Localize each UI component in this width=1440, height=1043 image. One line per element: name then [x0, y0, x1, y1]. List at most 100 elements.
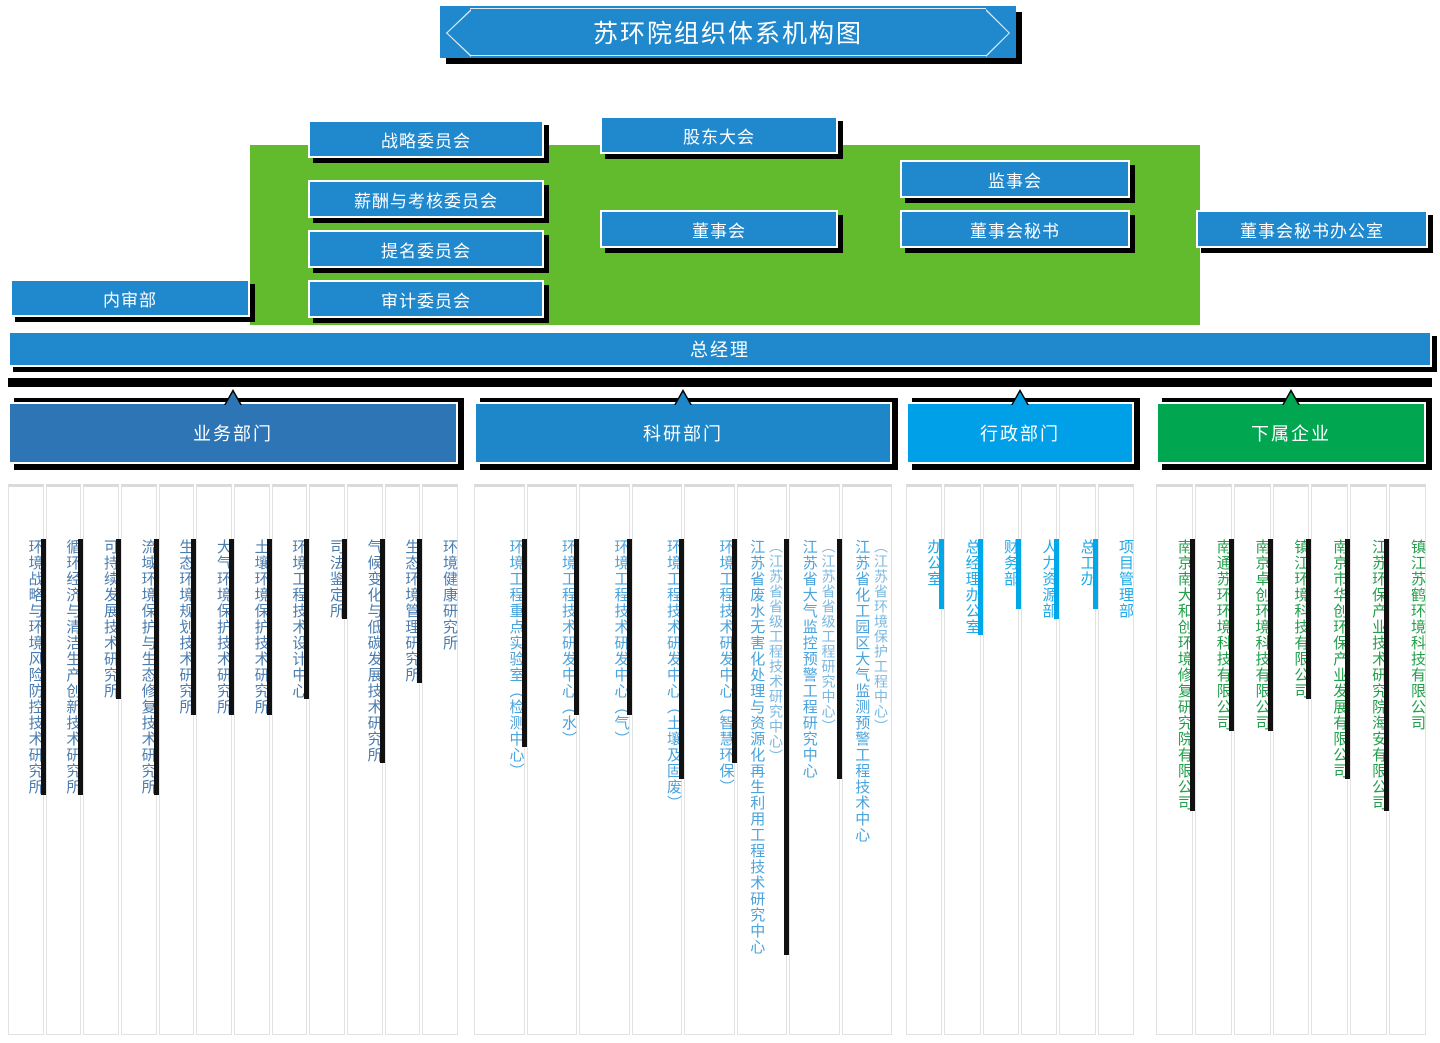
- leaf-label: 环境战略与环境风险防控技术研究所: [26, 539, 44, 795]
- leaf-label: 生态环境管理研究所: [403, 539, 421, 683]
- node-general-manager[interactable]: 总经理: [8, 331, 1437, 372]
- leaf-label: 办公室: [925, 539, 943, 587]
- node-supervisory-board[interactable]: 监事会: [900, 160, 1135, 203]
- title-bar: 苏环院组织体系机构图: [440, 6, 1016, 58]
- leaf-business-6[interactable]: 土壤环境保护技术研究所: [234, 484, 273, 1035]
- leaf-subsidiary-5[interactable]: 江苏环保产业技术研究院海安有限公司: [1350, 484, 1391, 1035]
- leaf-business-3[interactable]: 流域环境保护与生态修复技术研究所: [121, 484, 160, 1035]
- dept-header-subsidiary[interactable]: 下属企业: [1156, 389, 1432, 470]
- leaf-label: 江苏省废水无害化处理与资源化再生利用工程技术研究中心: [748, 539, 766, 955]
- leaf-label: 司法鉴定所: [327, 539, 345, 619]
- leaf-research-4[interactable]: 环境工程技术研发中心（智慧环保）: [684, 484, 738, 1035]
- leaf-accent-bar: [40, 539, 47, 795]
- dept-header-admin[interactable]: 行政部门: [906, 389, 1140, 470]
- dept-notch: [1011, 389, 1029, 406]
- node-committee-2[interactable]: 提名委员会: [308, 230, 549, 273]
- node-label-committee: 薪酬与考核委员会: [308, 180, 544, 218]
- leaf-accent-bar: [574, 539, 580, 715]
- leaf-accent-bar: [379, 539, 386, 763]
- leaf-label: 江苏环保产业技术研究院海安有限公司: [1370, 539, 1388, 811]
- leaf-business-11[interactable]: 环境健康研究所: [422, 484, 458, 1035]
- leaf-subsidiary-6[interactable]: 镇江苏鹤环境科技有限公司: [1389, 484, 1426, 1035]
- leaf-accent-bar: [266, 539, 273, 715]
- dept-box: 科研部门: [474, 402, 892, 464]
- leaf-admin-5[interactable]: 项目管理部: [1097, 484, 1134, 1035]
- leaf-business-0[interactable]: 环境战略与环境风险防控技术研究所: [8, 484, 47, 1035]
- leaf-business-2[interactable]: 可持续发展技术研究所: [83, 484, 122, 1035]
- leaf-accent-bar: [1189, 539, 1196, 811]
- dept-label: 业务部门: [193, 424, 273, 444]
- leaf-admin-3[interactable]: 人力资源部: [1021, 484, 1061, 1035]
- leaf-label: 循环经济与清洁生产创新技术研究所: [64, 539, 82, 795]
- leaf-label: 南京南大和创环境修复研究院有限公司: [1175, 539, 1193, 811]
- leaf-label: 环境工程技术研发中心（智慧环保）: [717, 539, 735, 795]
- leaf-research-1[interactable]: 环境工程技术研发中心（水）: [526, 484, 580, 1035]
- leaf-label: 镇江环境科技有限公司: [1292, 539, 1310, 699]
- leaf-accent-bar: [731, 539, 738, 763]
- leaf-label: 环境工程技术研发中心（水）: [560, 539, 577, 747]
- leaf-admin-2[interactable]: 财务部: [982, 484, 1022, 1035]
- chart-title-banner: 苏环院组织体系机构图: [440, 6, 1022, 64]
- leaf-subsidiary-0[interactable]: 南京南大和创环境修复研究院有限公司: [1156, 484, 1196, 1035]
- dept-header-business[interactable]: 业务部门: [8, 389, 464, 470]
- node-label-supervisory: 监事会: [900, 160, 1130, 198]
- dept-notch: [674, 389, 692, 406]
- leaf-research-0[interactable]: 环境工程重点实验室（检测中心）: [474, 484, 528, 1035]
- node-board-secretary[interactable]: 董事会秘书: [900, 210, 1135, 253]
- leaf-research-7[interactable]: 江苏省化工园区大气监测预警工程技术中心（江苏省环境保护工程中心）: [841, 484, 892, 1035]
- dept-notch: [1282, 389, 1300, 406]
- page-title: 苏环院组织体系机构图: [592, 20, 863, 48]
- leaf-research-3[interactable]: 环境工程技术研发中心（土壤及固废）: [631, 484, 685, 1035]
- leaf-business-8[interactable]: 司法鉴定所: [309, 484, 348, 1035]
- dept-label: 科研部门: [643, 424, 723, 444]
- leaf-accent-bar: [836, 539, 843, 779]
- leaf-accent-bar: [939, 539, 946, 609]
- leaf-label: 总经理办公室: [963, 539, 981, 635]
- leaf-label: 大气环境保护技术研究所: [214, 539, 232, 715]
- leaf-research-2[interactable]: 环境工程技术研发中心（气）: [579, 484, 633, 1035]
- leaf-label: 南京市华创环保产业发展有限公司: [1331, 539, 1349, 779]
- leaf-accent-bar: [228, 539, 235, 715]
- leaf-accent-bar: [784, 539, 790, 955]
- node-label-committee: 提名委员会: [308, 230, 544, 268]
- node-committee-1[interactable]: 薪酬与考核委员会: [308, 180, 549, 223]
- node-label-committee: 战略委员会: [308, 120, 544, 158]
- node-internal-audit[interactable]: 内审部: [10, 279, 255, 322]
- leaf-business-4[interactable]: 生态环境规划技术研究所: [158, 484, 198, 1035]
- leaf-note: （江苏省环境保护工程中心）: [873, 539, 889, 734]
- node-board-of-directors[interactable]: 董事会: [600, 210, 843, 253]
- leaf-business-9[interactable]: 气候变化与低碳发展技术研究所: [347, 484, 386, 1035]
- leaf-admin-4[interactable]: 总工办: [1059, 484, 1099, 1035]
- leaf-subsidiary-2[interactable]: 南京卓创环境科技有限公司: [1233, 484, 1274, 1035]
- dept-header-research[interactable]: 科研部门: [474, 389, 898, 470]
- leaf-subsidiary-1[interactable]: 南通苏环环境科技有限公司: [1194, 484, 1235, 1035]
- leaf-business-1[interactable]: 循环经济与清洁生产创新技术研究所: [45, 484, 85, 1035]
- dept-notch: [224, 389, 242, 406]
- dept-label: 行政部门: [980, 424, 1060, 444]
- leaf-business-10[interactable]: 生态环境管理研究所: [384, 484, 424, 1035]
- leaf-accent-bar: [304, 539, 311, 699]
- leaf-subsidiary-4[interactable]: 南京市华创环保产业发展有限公司: [1311, 484, 1352, 1035]
- dept-box: 业务部门: [8, 402, 458, 464]
- leaf-business-5[interactable]: 大气环境保护技术研究所: [196, 484, 235, 1035]
- leaf-research-5[interactable]: 江苏省废水无害化处理与资源化再生利用工程技术研究中心（江苏省省级工程技术研究中心…: [736, 484, 790, 1035]
- leaf-label: 南通苏环环境科技有限公司: [1214, 539, 1232, 731]
- leaf-accent-bar: [679, 539, 685, 779]
- leaf-admin-1[interactable]: 总经理办公室: [944, 484, 984, 1035]
- node-committee-3[interactable]: 审计委员会: [308, 280, 549, 323]
- node-committee-0[interactable]: 战略委员会: [308, 120, 549, 163]
- leaf-admin-0[interactable]: 办公室: [906, 484, 946, 1035]
- leaf-business-7[interactable]: 环境工程技术设计中心: [271, 484, 311, 1035]
- leaf-label: 南京卓创环境科技有限公司: [1253, 539, 1271, 731]
- leaf-accent-bar: [977, 539, 984, 635]
- leaf-note: （江苏省省级工程研究中心）: [820, 539, 837, 734]
- node-shareholders-meeting[interactable]: 股东大会: [600, 116, 843, 159]
- leaf-accent-bar: [191, 539, 198, 715]
- leaf-label: 镇江苏鹤环境科技有限公司: [1408, 539, 1426, 731]
- node-label-board-secretary: 董事会秘书: [900, 210, 1130, 248]
- node-board-secretary-office[interactable]: 董事会秘书办公室: [1196, 210, 1433, 253]
- leaf-label: 生态环境规划技术研究所: [177, 539, 195, 715]
- leaf-subsidiary-3[interactable]: 镇江环境科技有限公司: [1272, 484, 1313, 1035]
- leaf-research-6[interactable]: 江苏省大气监控预警工程研究中心（江苏省省级工程研究中心）: [789, 484, 843, 1035]
- leaf-accent-bar: [417, 539, 424, 683]
